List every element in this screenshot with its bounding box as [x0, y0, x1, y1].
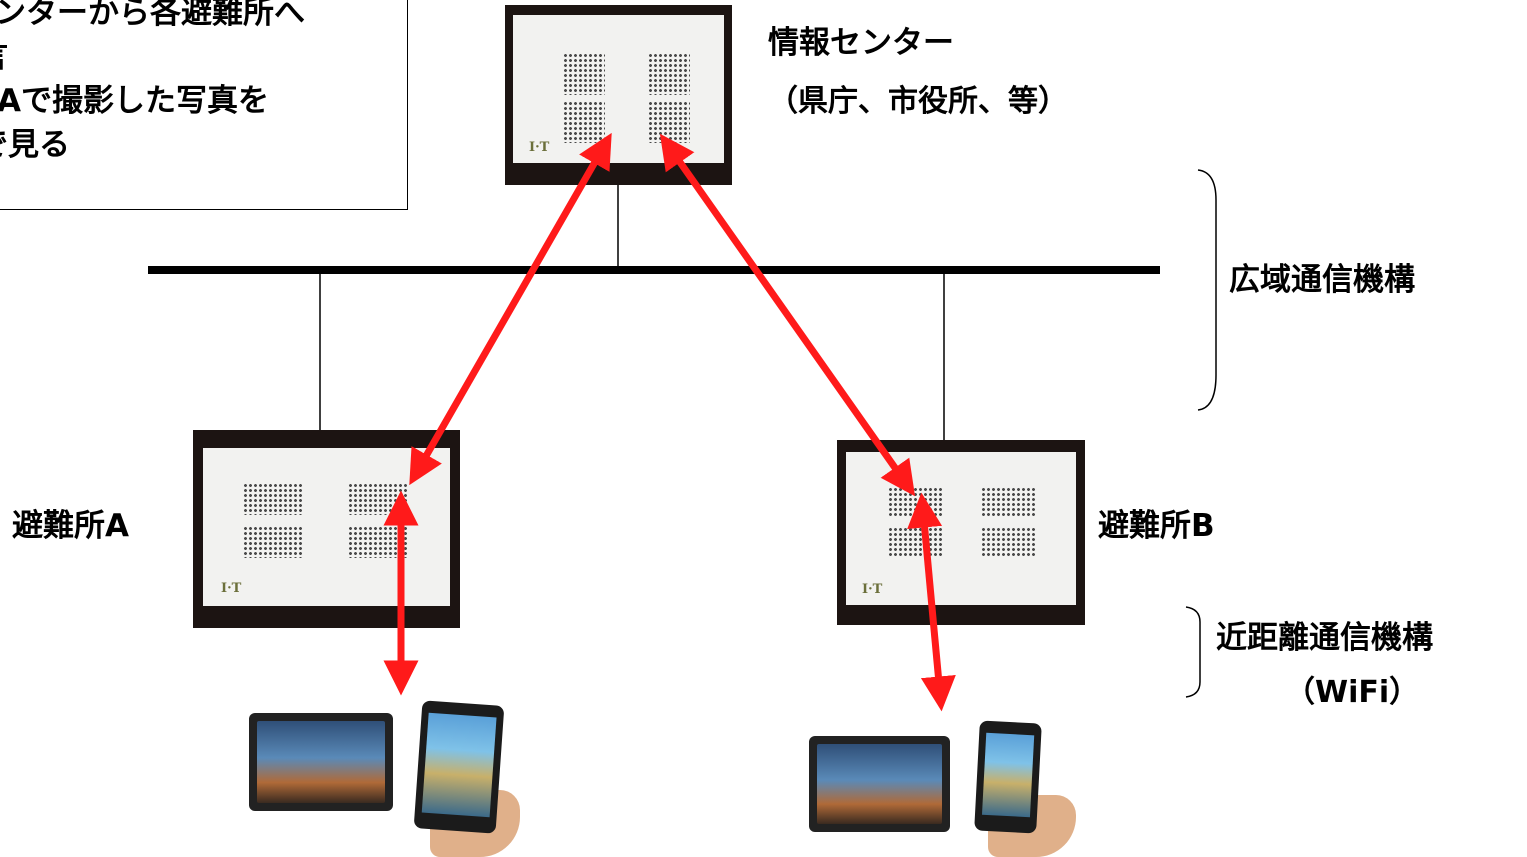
note-line-1: ンターから各避難所へ [0, 0, 305, 31]
note-line-3: Aで撮影した写真を [0, 83, 269, 119]
dot-grid [563, 53, 605, 95]
arrow-b-to-devices [907, 492, 956, 712]
note-line-4: で見る [0, 127, 70, 163]
device-logo: I·T [221, 581, 242, 596]
arrow-center-to-a [409, 132, 612, 486]
short-range-sublabel: （WiFi） [1285, 675, 1420, 710]
tablet-screen [257, 721, 385, 803]
center-subtitle: （県庁、市役所、等） [768, 84, 1068, 119]
tablet-a [249, 713, 393, 811]
dot-grid [981, 527, 1037, 557]
note-line-2: 言 [0, 31, 8, 76]
tablet-b [809, 736, 950, 832]
dot-grid [648, 53, 690, 95]
dot-grid [981, 487, 1037, 517]
tablet-screen [817, 744, 942, 824]
shelter-b-device: I·T [837, 440, 1085, 625]
shelter-a-label: 避難所A [12, 508, 129, 544]
wide-area-bracket [1197, 169, 1217, 411]
wide-area-label: 広域通信機構 [1229, 262, 1415, 298]
dot-grid [243, 526, 303, 558]
short-range-bracket [1185, 606, 1201, 698]
note-box: ンターから各避難所へ 言 Aで撮影した写真を で見る [0, 0, 408, 210]
arrow-center-to-b [659, 133, 916, 497]
dot-grid [243, 483, 303, 515]
device-logo: I·T [862, 582, 883, 597]
short-range-label: 近距離通信機構 [1216, 620, 1433, 656]
shelter-b-label: 避難所B [1098, 508, 1215, 544]
center-title: 情報センター [768, 25, 954, 61]
